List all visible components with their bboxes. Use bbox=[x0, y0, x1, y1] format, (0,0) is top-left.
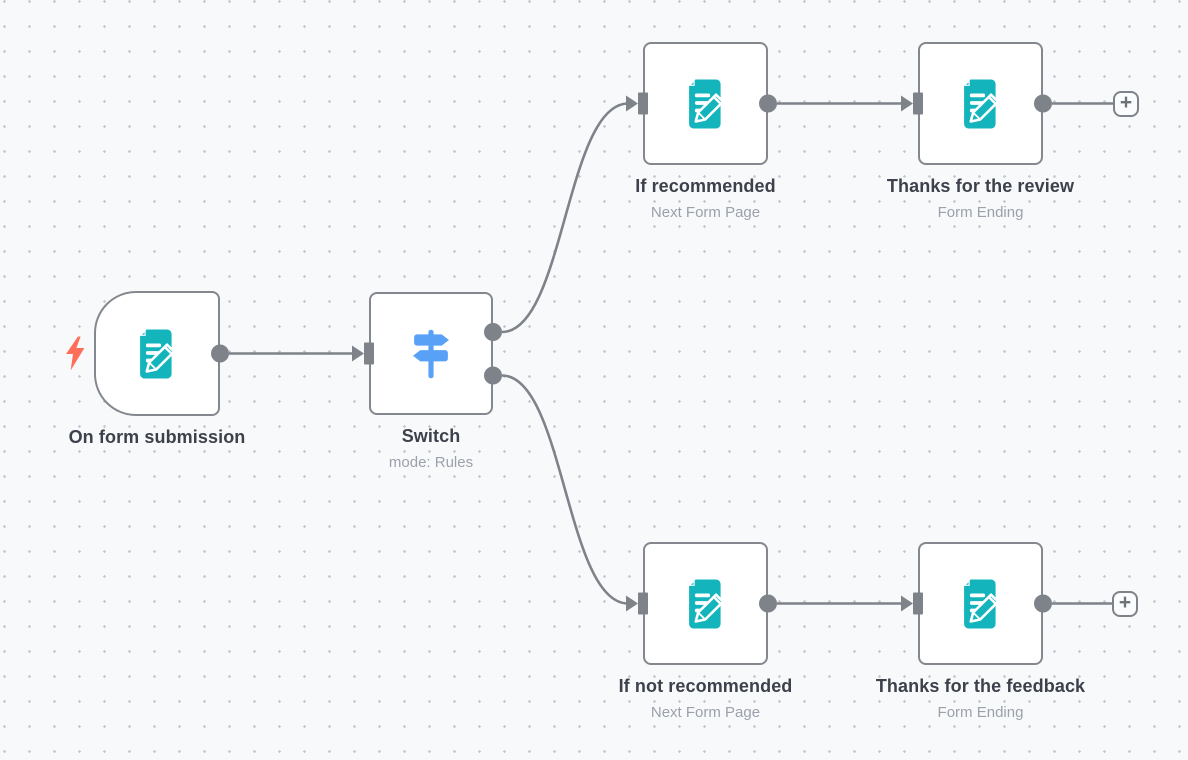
form-icon bbox=[677, 76, 735, 132]
node-if-recommended: If recommended Next Form Page bbox=[635, 42, 776, 221]
node-title: Thanks for the feedback bbox=[875, 676, 1086, 696]
node-title: If recommended bbox=[635, 176, 776, 196]
node-subtitle: Form Ending bbox=[937, 204, 1024, 221]
add-node-button-top[interactable]: + bbox=[1113, 91, 1139, 117]
node-box-if-recommended[interactable] bbox=[643, 42, 768, 165]
form-icon bbox=[952, 576, 1010, 632]
node-box-on-form-submission[interactable] bbox=[94, 291, 220, 416]
switch-icon bbox=[404, 326, 458, 382]
node-subtitle: mode: Rules bbox=[388, 454, 474, 471]
lightning-trigger-icon bbox=[63, 335, 87, 372]
node-title: On form submission bbox=[68, 427, 246, 447]
node-thanks-for-the-feedback: Thanks for the feedback Form Ending bbox=[876, 542, 1085, 721]
form-icon bbox=[128, 326, 186, 382]
form-icon bbox=[952, 76, 1010, 132]
wire-switch-to-if-recommended[interactable] bbox=[501, 102, 629, 334]
node-box-if-not-recommended[interactable] bbox=[643, 542, 768, 665]
node-title: If not recommended bbox=[618, 676, 793, 696]
node-if-not-recommended: If not recommended Next Form Page bbox=[619, 542, 792, 721]
node-box-switch[interactable] bbox=[369, 292, 493, 415]
node-subtitle: Next Form Page bbox=[650, 704, 761, 721]
node-box-thanks-for-the-review[interactable] bbox=[918, 42, 1043, 165]
node-title: Switch bbox=[401, 426, 461, 446]
form-icon bbox=[677, 576, 735, 632]
node-subtitle: Next Form Page bbox=[650, 204, 761, 221]
node-box-thanks-for-the-feedback[interactable] bbox=[918, 542, 1043, 665]
node-subtitle: Form Ending bbox=[937, 704, 1024, 721]
node-on-form-submission: On form submission bbox=[66, 291, 245, 447]
node-title: Thanks for the review bbox=[886, 176, 1075, 196]
node-thanks-for-the-review: Thanks for the review Form Ending bbox=[887, 42, 1074, 221]
node-switch: Switch mode: Rules bbox=[369, 292, 493, 471]
wire-switch-to-if-not-recommended[interactable] bbox=[501, 374, 629, 605]
add-node-button-bottom[interactable]: + bbox=[1112, 591, 1138, 617]
